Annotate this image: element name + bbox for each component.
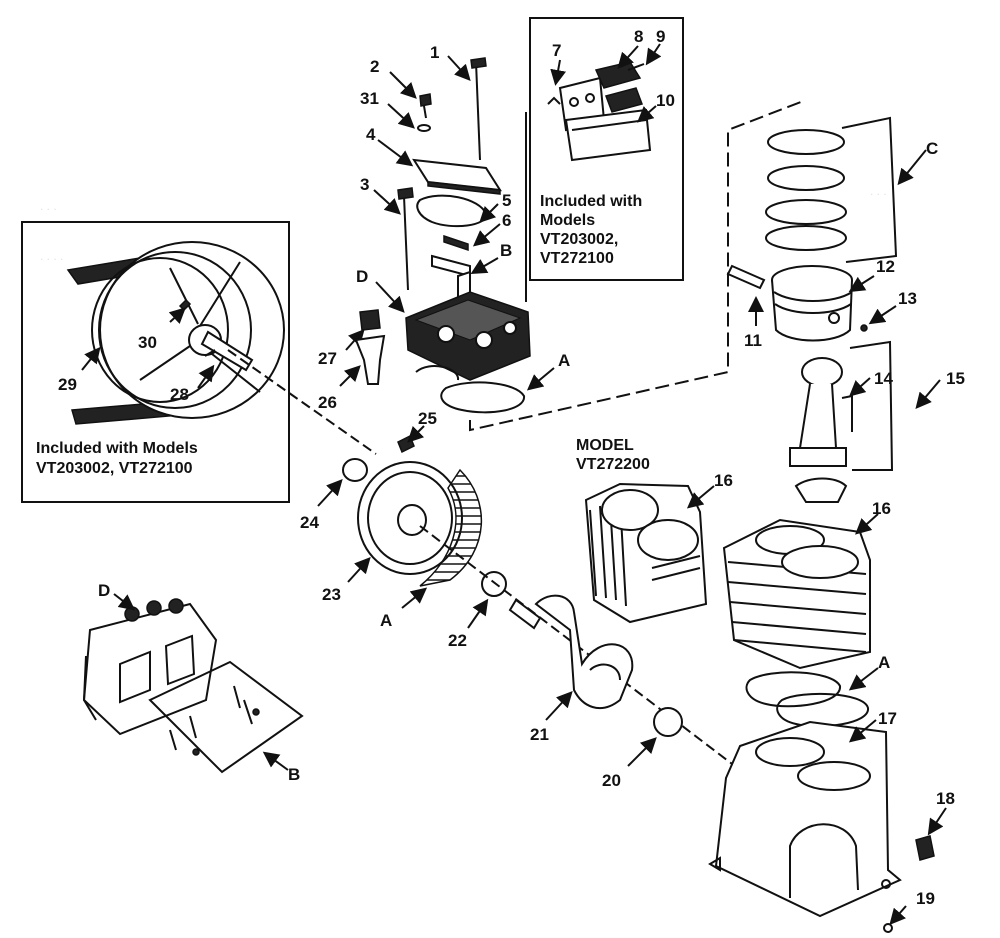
valve-kit-note-line3: VT203002, [540,231,618,248]
svg-text:. . .: . . . [870,184,887,198]
callout-31: 31 [360,89,379,108]
head-assembly: 1 2 31 4 3 5 6 B D A [356,43,807,432]
connecting-rod-icon [789,357,848,503]
finned-cylinder: 16 A [722,499,891,728]
letter-a-valve: A [558,351,570,370]
letter-b-top: B [500,241,512,260]
letter-d-top: D [356,267,368,286]
callout-20: 20 [602,771,621,790]
bearing-side-assembly: 27 26 25 24 23 A 22 [227,309,741,771]
callout-11: 11 [744,331,762,350]
model-label-line1: MODEL [576,437,634,454]
svg-text:. . .: . . . [40,199,57,213]
callout-2: 2 [370,57,379,76]
letter-d-bottom: D [98,581,110,600]
callout-22: 22 [448,631,467,650]
callout-13: 13 [898,289,917,308]
model-variant-cylinder: MODEL VT272200 16 [576,437,733,624]
crankshaft-icon [508,594,634,710]
letter-c-rings: C [926,139,938,158]
cylinder-head-icon [405,291,531,381]
callout-28: 28 [170,385,189,404]
callout-1: 1 [430,43,439,62]
svg-text:. . . .: . . . . [40,249,63,263]
callout-9: 9 [656,27,665,46]
letter-b-bottom: B [288,765,300,784]
head-underside-icon [82,598,218,736]
callout-27: 27 [318,349,337,368]
callout-6: 6 [502,211,511,230]
cylinder-block-icon [584,482,708,624]
head-valve-detail: D B [82,581,304,784]
callout-5: 5 [502,191,511,210]
finned-cylinder-icon [722,518,871,670]
callout-12: 12 [876,257,895,276]
callout-18: 18 [936,789,955,808]
callout-4: 4 [366,125,376,144]
piston-assembly: C 11 12 13 15 14 [726,116,965,503]
letter-a-gear: A [380,611,392,630]
callout-16-right: 16 [872,499,891,518]
valve-kit-note-line1: Included with [540,193,642,210]
callout-3: 3 [360,175,369,194]
callout-10: 10 [656,91,675,110]
callout-19: 19 [916,889,935,908]
callout-17: 17 [878,709,897,728]
callout-15: 15 [946,369,965,388]
callout-25: 25 [418,409,437,428]
callout-29: 29 [58,375,77,394]
flywheel-kit-note-line2: VT203002, VT272100 [36,460,193,477]
callout-7: 7 [552,41,561,60]
crankcase: 17 18 19 [708,709,955,933]
flywheel-kit-panel: 30 29 28 Included with Models VT203002, … [21,221,290,503]
piston-icon [771,265,853,342]
valve-kit-panel: 7 8 9 10 Included with Models VT203002, … [529,17,684,281]
valve-kit-note-line2: Models [540,212,595,229]
flywheel-kit-note-line1: Included with Models [36,440,198,457]
model-label-line2: VT272200 [576,456,650,473]
crankshaft-assembly: 21 20 [508,594,683,790]
valve-kit-note-line4: VT272100 [540,250,614,267]
crankcase-icon [708,720,902,918]
callout-14: 14 [874,369,893,388]
bearing-carrier-icon [357,461,463,575]
callout-24: 24 [300,513,319,532]
callout-26: 26 [318,393,337,412]
valve-plate-icon [547,61,652,162]
callout-23: 23 [322,585,341,604]
letter-a-gasket: A [878,653,890,672]
callout-16-left: 16 [714,471,733,490]
callout-21: 21 [530,725,549,744]
callout-8: 8 [634,27,643,46]
callout-30: 30 [138,333,157,352]
